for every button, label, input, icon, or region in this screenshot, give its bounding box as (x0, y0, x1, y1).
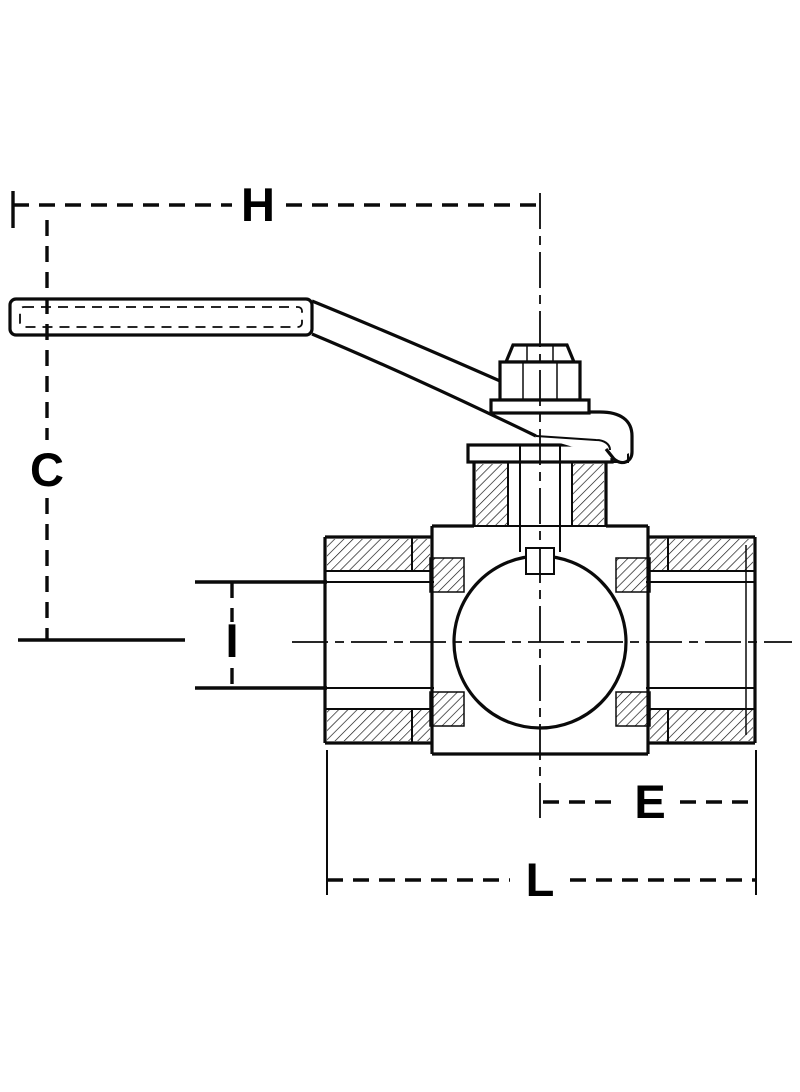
handle-grip (8, 297, 314, 337)
dimension-h: H (11, 178, 540, 231)
right-port-thread-hatch-top (650, 539, 753, 571)
bonnet-packing-hatch-right (573, 464, 604, 525)
seat-right-top (615, 557, 651, 593)
valve-body (323, 443, 757, 756)
dimension-i: I (195, 580, 327, 690)
centerlines (292, 193, 792, 818)
seat-left-top (429, 557, 465, 593)
dimension-label-h: H (241, 178, 275, 231)
handle-arm-fill (312, 301, 632, 459)
handle-grip-hidden-lines (19, 306, 303, 328)
dimension-label-c: C (30, 443, 64, 496)
left-threaded-port (323, 535, 434, 745)
seat-left-bottom (429, 691, 465, 727)
right-port-thread-hatch-bottom (650, 709, 753, 741)
left-port-thread-hatch-top (327, 539, 430, 571)
dimension-l: L (326, 750, 757, 906)
handle-hook-inner (535, 435, 611, 451)
dimension-label-i: I (225, 614, 238, 667)
bonnet-packing-hatch-left (476, 464, 507, 525)
dimension-label-l: L (526, 853, 555, 906)
seat-right-bottom (615, 691, 651, 727)
handle-lever (8, 297, 634, 465)
right-threaded-port (646, 535, 757, 745)
dimension-e: E (543, 775, 754, 828)
dimension-c: C (18, 220, 185, 642)
left-port-thread-hatch-bottom (327, 709, 430, 741)
bonnet (466, 443, 629, 527)
dimension-label-e: E (634, 775, 665, 828)
handle-arm-bottom-edge (311, 332, 537, 438)
handle-hook-outer (570, 410, 634, 465)
